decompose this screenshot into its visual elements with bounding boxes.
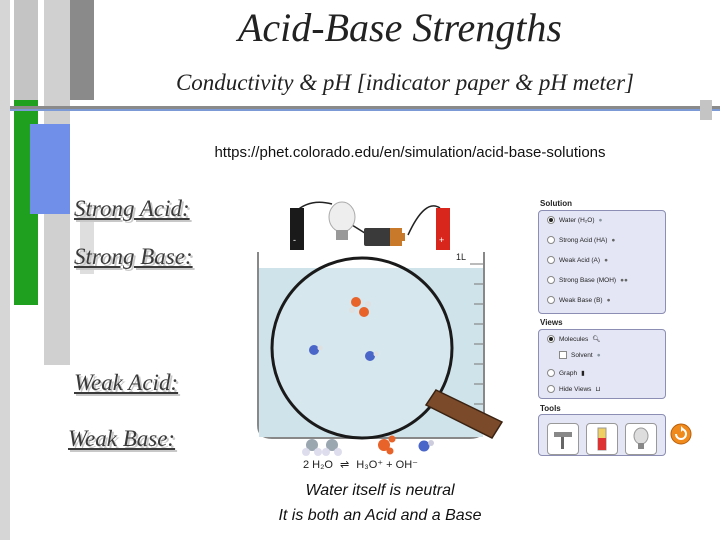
magnifier-icon: 🔍︎ [592, 336, 601, 343]
decor-hline [10, 106, 720, 109]
option-molecules[interactable]: Molecules🔍︎ [547, 335, 601, 343]
caption-line-2: It is both an Acid and a Base [278, 507, 482, 524]
simulation-beaker-view [257, 201, 504, 456]
tools-panel-title: Tools [540, 404, 561, 413]
weak-acid-icon: ● [604, 256, 608, 264]
beaker-icon: ⊔ [595, 386, 601, 393]
reaction-equation: 2 H₂O ⇌ H₃O⁺ + OH⁻ [303, 458, 418, 471]
electrode-negative [290, 208, 304, 250]
page-title: Acid-Base Strengths [237, 5, 562, 50]
decor-bar-gray-1 [0, 0, 10, 540]
option-graph[interactable]: Graph▮ [547, 369, 585, 377]
equation-product-1: H₃O⁺ [356, 459, 384, 471]
radio-weak-base[interactable] [547, 296, 555, 304]
decor-bar-dark [70, 0, 94, 100]
option-weak-acid[interactable]: Weak Acid (A)● [547, 256, 608, 264]
water-molecule-icon: ● [598, 216, 603, 224]
tools-panel [538, 414, 666, 456]
solution-panel-title: Solution [540, 199, 572, 208]
graph-icon: ▮ [581, 370, 585, 377]
label-strong-acid: Strong Acid: [74, 196, 190, 221]
hydroxide-molecule-2 [365, 351, 375, 361]
radio-molecules[interactable] [547, 335, 555, 343]
solvent-icon: ● [596, 351, 601, 359]
radio-strong-base[interactable] [547, 276, 555, 284]
hydronium-icon [378, 435, 396, 455]
ph-meter-icon [554, 432, 572, 449]
tool-ph-paper[interactable] [586, 423, 618, 455]
option-strong-base[interactable]: Strong Base (MOH)●● [547, 276, 628, 284]
hydroxide-icon [418, 440, 434, 452]
decor-corner [700, 100, 712, 120]
radio-hide-views[interactable] [547, 385, 555, 393]
option-strong-acid[interactable]: Strong Acid (HA)● [547, 236, 615, 244]
water-molecule-icon-1 [302, 439, 322, 456]
magnifier-handle [424, 389, 504, 439]
radio-graph[interactable] [547, 369, 555, 377]
electrode-positive [436, 208, 450, 250]
equation-plus: + [386, 459, 393, 471]
option-solvent[interactable]: Solvent● [559, 351, 601, 359]
wire-right [407, 205, 441, 236]
option-weak-base[interactable]: Weak Base (B)● [547, 296, 611, 304]
battery-minus-label: - [293, 235, 296, 245]
reset-icon [675, 428, 687, 440]
hydronium-molecule [349, 297, 371, 317]
views-panel-title: Views [540, 318, 563, 327]
caption-line-1: Water itself is neutral [305, 482, 455, 499]
decor-hline-blue [10, 109, 720, 111]
tool-conductivity[interactable] [625, 423, 657, 455]
bulb-icon [633, 427, 649, 449]
solution-panel: Water (H₂O)● Strong Acid (HA)● Weak Acid… [538, 210, 666, 314]
radio-strong-acid[interactable] [547, 236, 555, 244]
views-panel: Molecules🔍︎ Solvent● Graph▮ Hide Views⊔ [538, 329, 666, 399]
label-strong-base: Strong Base: [74, 244, 193, 269]
label-weak-acid: Weak Acid: [74, 370, 179, 395]
magnifier-lens [270, 256, 454, 440]
hydroxide-molecule-1 [309, 345, 319, 355]
water-molecule-icon-2 [322, 439, 342, 456]
light-bulb [328, 201, 356, 233]
strong-acid-icon: ● [611, 236, 616, 244]
equation-reactant: 2 H₂O [303, 459, 333, 471]
checkbox-solvent[interactable] [559, 351, 567, 359]
ph-paper-icon [597, 427, 607, 451]
equation-product-2: OH⁻ [395, 459, 418, 471]
option-hide-views[interactable]: Hide Views⊔ [547, 385, 600, 393]
strong-base-icon: ●● [620, 276, 628, 284]
reset-button[interactable] [670, 423, 692, 445]
simulation-url[interactable]: https://phet.colorado.edu/en/simulation/… [214, 144, 606, 161]
equilibrium-arrow-icon: ⇌ [340, 459, 350, 471]
weak-base-icon: ● [606, 296, 611, 304]
beaker-volume-label: 1L [456, 252, 467, 262]
radio-water[interactable] [547, 216, 555, 224]
decor-bar-blue [30, 124, 70, 214]
option-water[interactable]: Water (H₂O)● [547, 216, 602, 224]
battery-plus-label: + [439, 235, 445, 245]
page-subtitle: Conductivity & pH [indicator paper & pH … [175, 70, 635, 95]
tool-ph-meter[interactable] [547, 423, 579, 455]
radio-weak-acid[interactable] [547, 256, 555, 264]
decor-bar-light [80, 214, 94, 274]
label-weak-base: Weak Base: [68, 426, 176, 451]
